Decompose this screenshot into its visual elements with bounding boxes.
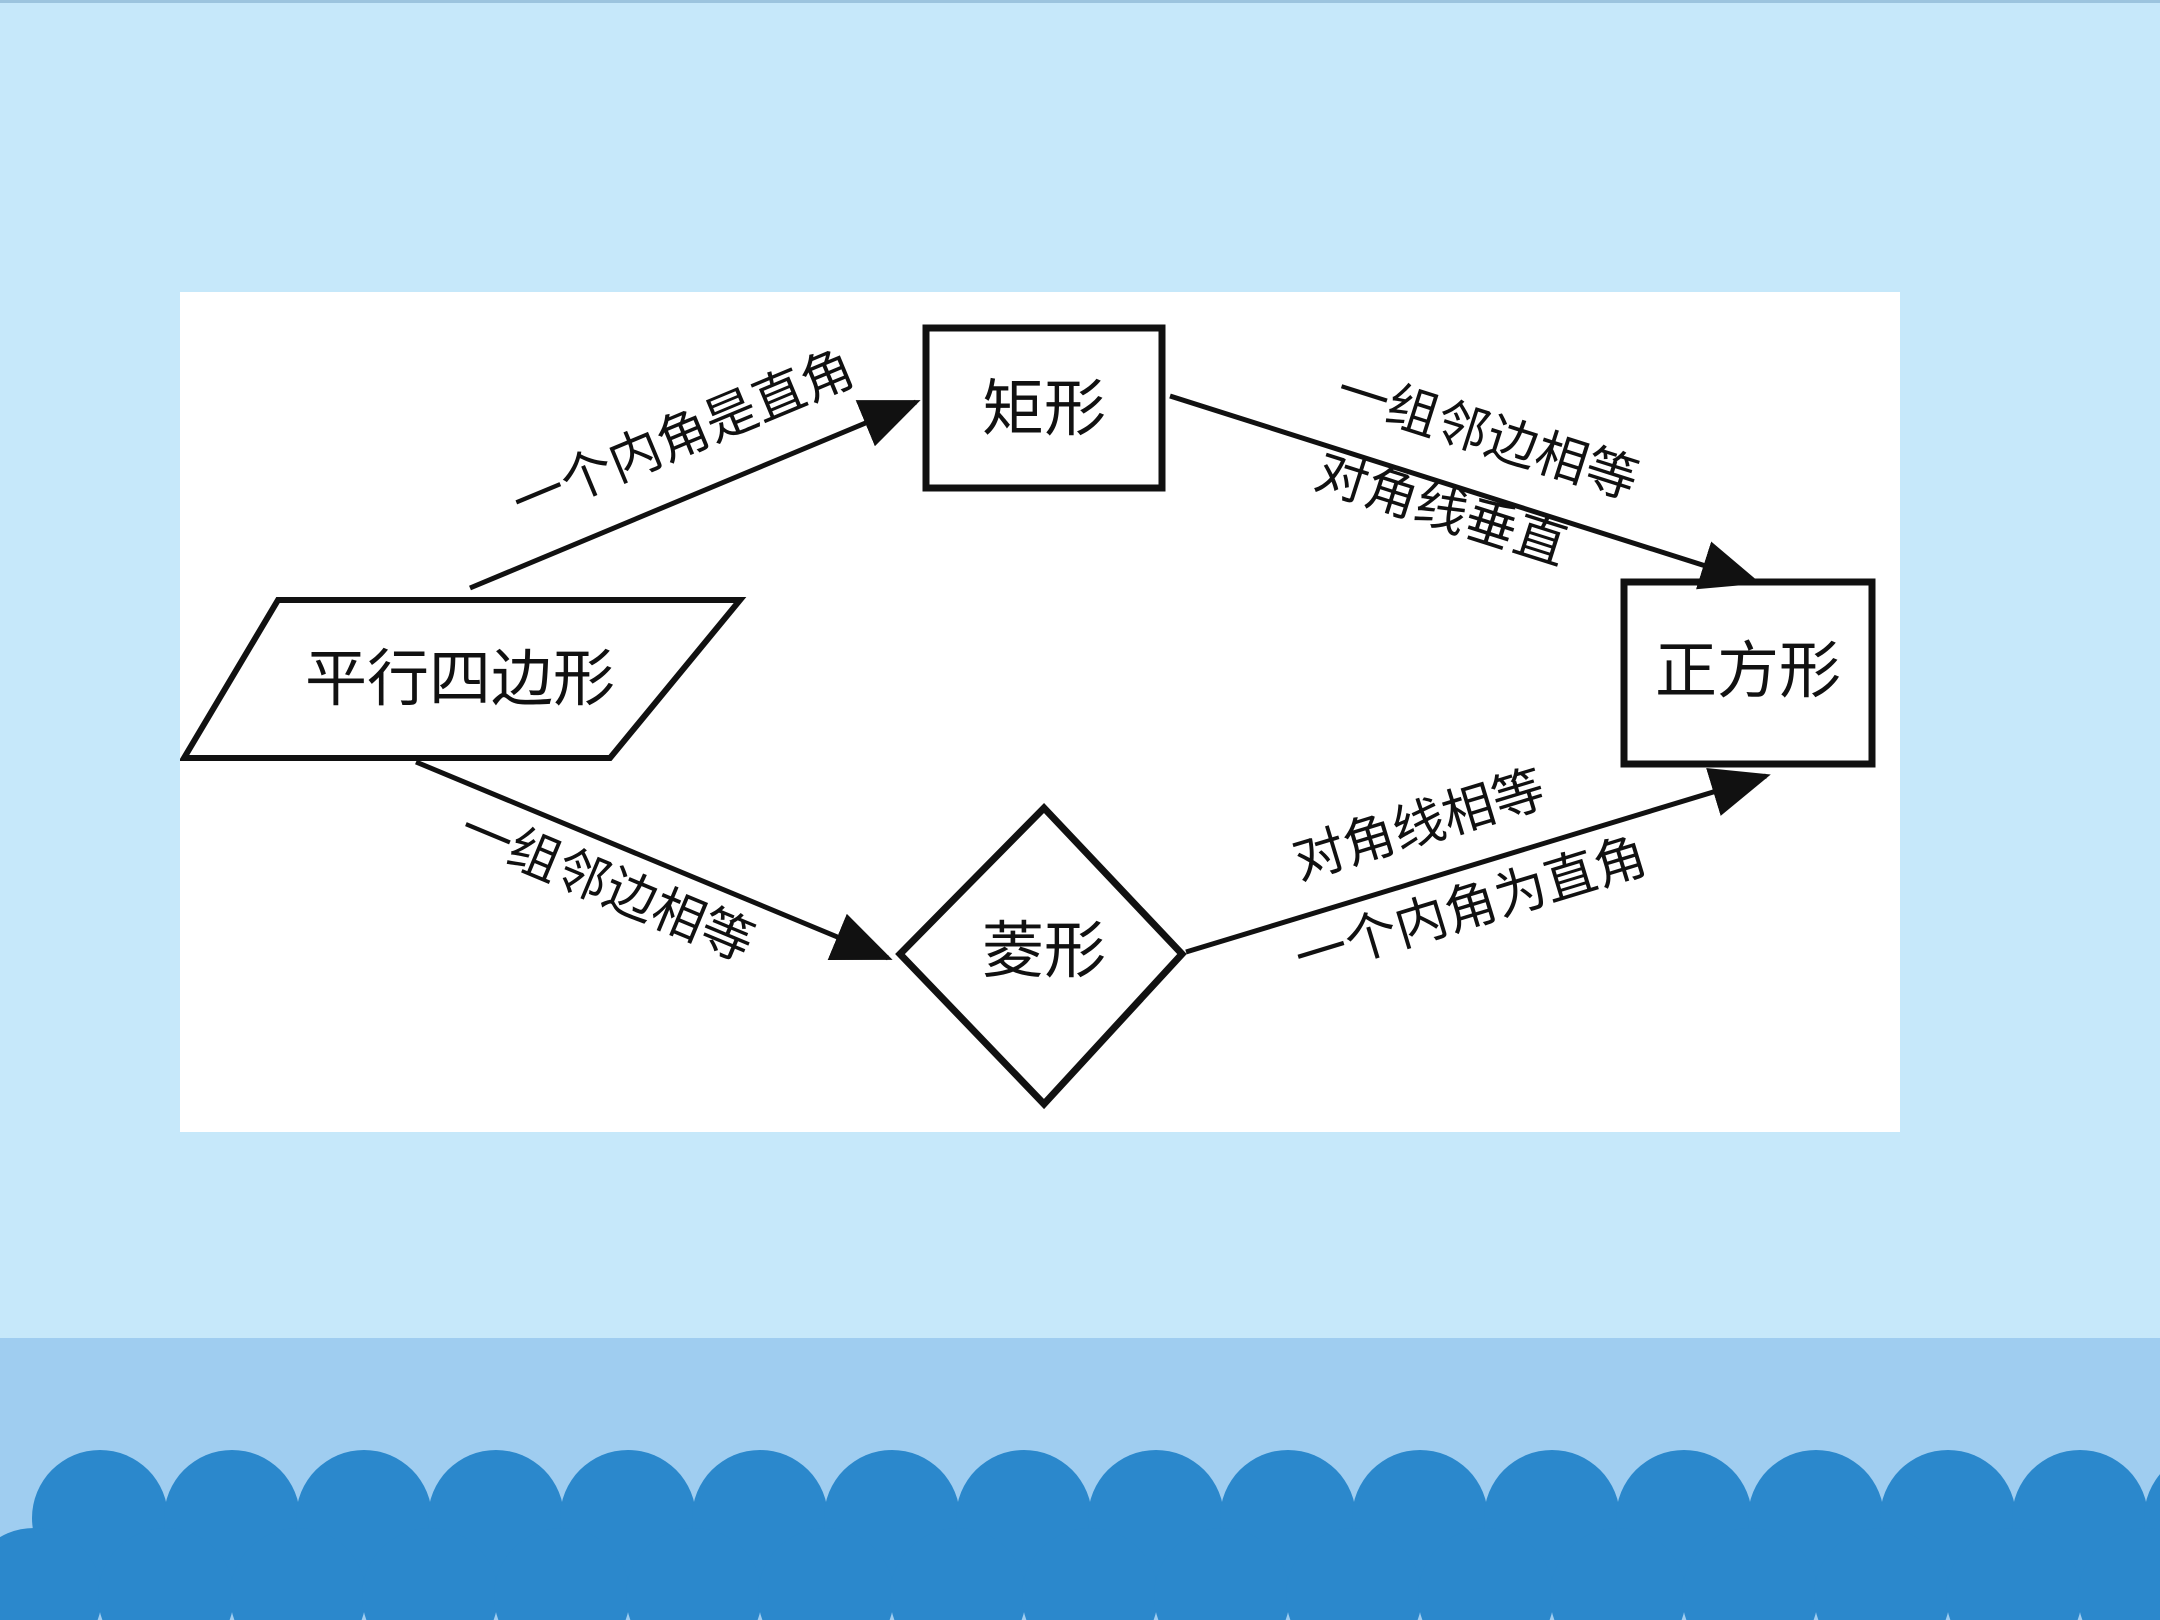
quadrilateral-relationship-diagram: 平行四边形 矩形 菱形 正方形 一个内角是直角 bbox=[180, 324, 1876, 1110]
scallop-pattern bbox=[0, 1450, 2160, 1620]
scallop bbox=[890, 1528, 1026, 1620]
scallop bbox=[1286, 1528, 1422, 1620]
node-parallelogram: 平行四边形 bbox=[180, 597, 747, 761]
node-rectangle-label: 矩形 bbox=[982, 372, 1106, 445]
node-parallelogram-label: 平行四边形 bbox=[305, 642, 615, 715]
node-square-label: 正方形 bbox=[1655, 634, 1841, 707]
node-square: 正方形 bbox=[1620, 578, 1876, 768]
scallop bbox=[2078, 1528, 2160, 1620]
scallop bbox=[1682, 1528, 1818, 1620]
scallop bbox=[1154, 1528, 1290, 1620]
scallop bbox=[362, 1528, 498, 1620]
scallop bbox=[494, 1528, 630, 1620]
scallop bbox=[230, 1528, 366, 1620]
scallop bbox=[626, 1528, 762, 1620]
scallop bbox=[1946, 1528, 2082, 1620]
footer-wave-band bbox=[0, 1338, 2160, 1620]
node-rhombus-label: 菱形 bbox=[982, 914, 1106, 987]
scallop bbox=[1550, 1528, 1686, 1620]
node-rhombus: 菱形 bbox=[895, 802, 1187, 1110]
diagram-panel: 平行四边形 矩形 菱形 正方形 一个内角是直角 bbox=[180, 292, 1900, 1132]
scallop bbox=[1814, 1528, 1950, 1620]
arrow-para-to-rhombus bbox=[415, 759, 893, 961]
scallop bbox=[0, 1528, 102, 1620]
scallop bbox=[1022, 1528, 1158, 1620]
arrow-rect-to-square bbox=[1169, 393, 1761, 590]
label-para-to-rect: 一个内角是直角 bbox=[504, 339, 863, 534]
scallop bbox=[98, 1528, 234, 1620]
scallop bbox=[758, 1528, 894, 1620]
scallop bbox=[1418, 1528, 1554, 1620]
arrow-para-to-rect bbox=[469, 399, 921, 591]
node-rectangle: 矩形 bbox=[922, 324, 1166, 492]
top-border bbox=[0, 0, 2160, 3]
arrow-rhombus-to-square bbox=[1185, 768, 1771, 955]
